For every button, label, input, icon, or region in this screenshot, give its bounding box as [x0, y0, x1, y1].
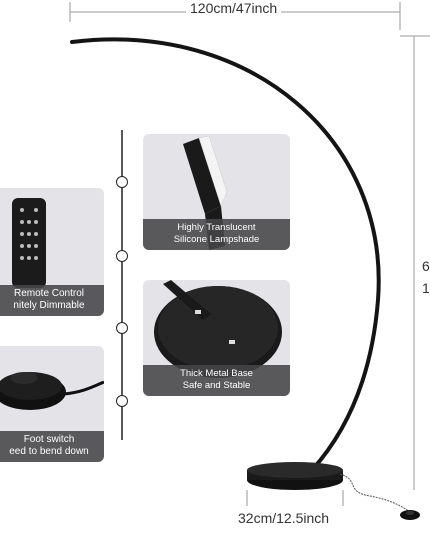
metal-base-icon: [154, 280, 282, 378]
feature-caption: Remote Control nitely Dimmable: [0, 285, 104, 316]
feature-panel-remote: Remote Control nitely Dimmable: [0, 188, 104, 316]
feature-panel-metal-base: Thick Metal Base Safe and Stable: [143, 280, 290, 396]
width-label: 120cm/47inch: [186, 0, 282, 16]
cord-foot-switch-icon: [400, 510, 420, 520]
feature-caption: Highly Translucent Silicone Lampshade: [143, 219, 290, 250]
base-dimension-line: [246, 490, 344, 506]
feature-connector-line: [121, 130, 123, 440]
feature-caption-line1: Foot switch: [23, 434, 75, 445]
height-label-line1: 6: [422, 258, 430, 274]
feature-caption-line2: eed to bend down: [9, 446, 89, 457]
base-width-label: 32cm/12.5inch: [238, 510, 330, 526]
feature-panel-foot-switch: Foot switch eed to bend down: [0, 346, 104, 462]
feature-caption-line1: Thick Metal Base: [180, 368, 253, 379]
connector-dot: [116, 176, 128, 188]
feature-caption: Foot switch eed to bend down: [0, 431, 104, 462]
height-label-line2: 1: [422, 280, 430, 296]
feature-caption-line2: Silicone Lampshade: [173, 234, 260, 245]
feature-caption: Thick Metal Base Safe and Stable: [143, 365, 290, 396]
connector-dot: [116, 322, 128, 334]
connector-dot: [116, 250, 128, 262]
feature-caption-line1: Highly Translucent: [177, 222, 256, 233]
height-dimension-line: [413, 36, 415, 490]
feature-caption-line2: nitely Dimmable: [13, 300, 85, 311]
connector-dot: [116, 395, 128, 407]
feature-panel-lampshade: Highly Translucent Silicone Lampshade: [143, 134, 290, 250]
feature-caption-line1: Remote Control: [13, 288, 85, 299]
feature-caption-line2: Safe and Stable: [182, 380, 251, 391]
remote-control-icon: [12, 198, 46, 288]
foot-switch-icon: [0, 372, 104, 410]
